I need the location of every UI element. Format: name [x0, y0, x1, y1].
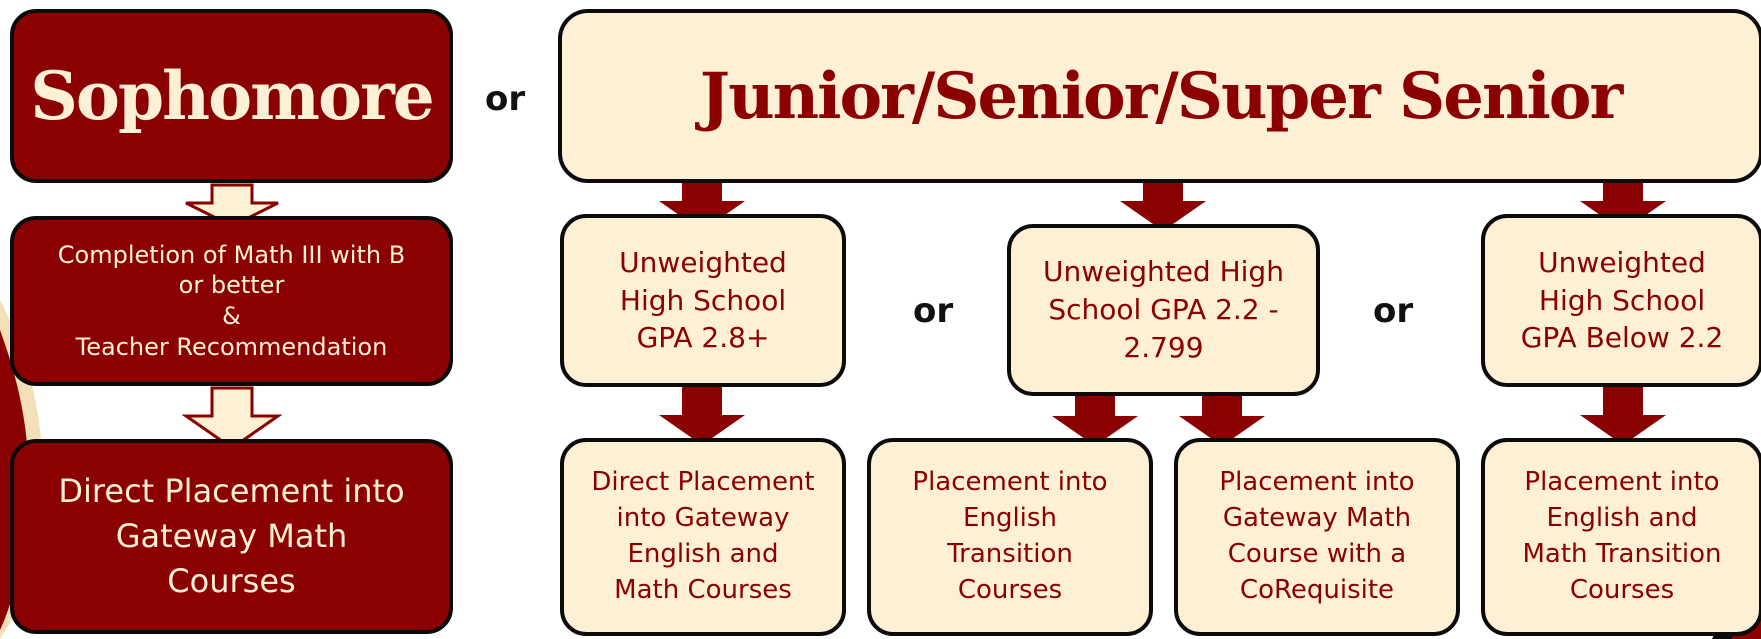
down-arrow-outline: [185, 183, 279, 228]
placement-line: Transition: [947, 539, 1073, 569]
gpa-line: 2.799: [1123, 330, 1204, 364]
gpa-line: GPA 2.8+: [636, 321, 770, 355]
placement-line: CoRequisite: [1239, 574, 1395, 605]
placement-line: Course with a: [1227, 539, 1407, 569]
placement-line: English and: [627, 539, 779, 569]
sophomore-title: Sophomore: [30, 57, 434, 135]
placement-line: into Gateway: [616, 503, 790, 534]
down-arrow: [1580, 387, 1666, 445]
placement-box-corequisite: Placement into Gateway Math Course with …: [1174, 438, 1460, 636]
requirement-line: Teacher Recommendation: [75, 332, 388, 361]
gpa-box-low: Unweighted High School GPA Below 2.2: [1481, 214, 1761, 387]
result-line: Direct Placement into: [58, 472, 405, 511]
gpa-line: Unweighted: [1538, 245, 1706, 279]
requirement-line: &: [222, 302, 241, 330]
gpa-line: Unweighted: [619, 245, 787, 279]
placement-line: Placement into: [912, 467, 1108, 498]
gpa-box-mid: Unweighted High School GPA 2.2 - 2.799: [1007, 224, 1320, 396]
placement-box-direct: Direct Placement into Gateway English an…: [560, 438, 846, 636]
down-arrow: [1179, 396, 1265, 446]
down-arrow: [659, 387, 745, 445]
result-line: Courses: [167, 561, 296, 600]
gpa-line: High School: [1538, 283, 1706, 317]
placement-line: Math Transition: [1522, 539, 1722, 569]
placement-line: English: [963, 503, 1057, 534]
down-arrow: [1052, 396, 1138, 446]
upper-header-box: Junior/Senior/Super Senior: [558, 9, 1761, 183]
or-label: or: [913, 291, 954, 331]
gpa-line: Unweighted High: [1043, 255, 1284, 289]
placement-line: Placement into: [1524, 467, 1720, 498]
down-arrow-outline: [182, 386, 282, 450]
gpa-line: High School: [619, 283, 787, 317]
placement-box-both-transition: Placement into English and Math Transiti…: [1481, 438, 1761, 636]
down-arrow: [659, 183, 745, 231]
sophomore-requirement-box: Completion of Math III with B or better …: [10, 216, 453, 386]
sophomore-result-box: Direct Placement into Gateway Math Cours…: [10, 439, 453, 634]
placement-line: Courses: [957, 574, 1063, 605]
placement-line: Direct Placement: [591, 467, 815, 498]
or-label: or: [1373, 291, 1414, 331]
placement-line: Placement into: [1219, 467, 1415, 498]
placement-box-english-transition: Placement into English Transition Course…: [867, 438, 1153, 636]
gpa-box-high: Unweighted High School GPA 2.8+: [560, 214, 846, 387]
down-arrow: [1580, 183, 1666, 231]
placement-line: English and: [1546, 503, 1698, 534]
result-line: Gateway Math: [115, 517, 348, 556]
requirement-line: or better: [178, 271, 285, 300]
placement-line: Gateway Math: [1222, 503, 1412, 534]
placement-line: Math Courses: [614, 574, 792, 605]
placement-line: Courses: [1569, 574, 1675, 605]
gpa-line: School GPA 2.2 -: [1048, 293, 1279, 327]
down-arrow: [1120, 183, 1206, 231]
sophomore-header-box: Sophomore: [10, 9, 453, 183]
or-label: or: [485, 79, 526, 119]
gpa-line: GPA Below 2.2: [1520, 321, 1724, 355]
requirement-line: Completion of Math III with B: [57, 240, 406, 269]
upper-title: Junior/Senior/Super Senior: [699, 58, 1623, 134]
